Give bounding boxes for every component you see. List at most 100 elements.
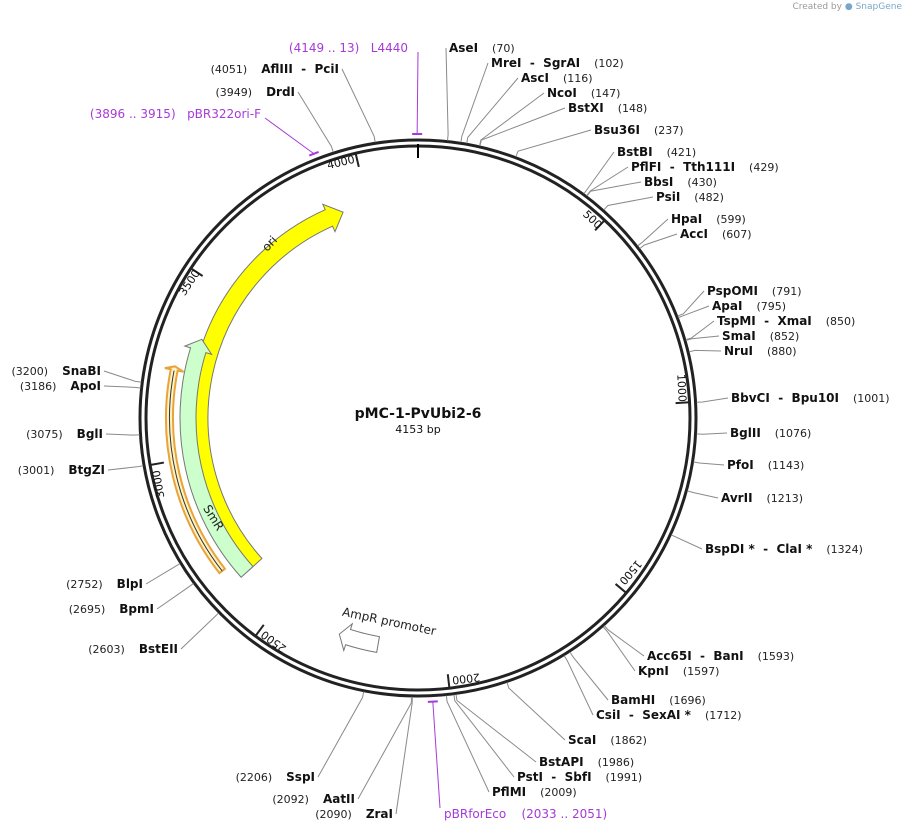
primer-label: (4149 .. 13) L4440 — [289, 41, 408, 55]
leader-line — [107, 465, 144, 471]
leader-line — [103, 370, 142, 383]
restriction-site-label: MreI - SgrAI (102) — [491, 56, 624, 70]
restriction-site-label: Bsu36I (237) — [594, 123, 684, 137]
leader-line — [603, 625, 645, 657]
leader-line — [105, 433, 140, 436]
ampr-feature — [164, 365, 227, 575]
restriction-site-label: BbsI (430) — [644, 175, 717, 189]
restriction-site-label: ApaI (795) — [712, 299, 786, 313]
restriction-site-label: BbvCI - Bpu10I (1001) — [731, 391, 890, 405]
restriction-site-label: PsiI (482) — [656, 190, 724, 204]
credit-prefix: Created by — [792, 2, 842, 12]
backbone-outer — [138, 138, 698, 698]
leader-line — [688, 349, 722, 353]
leader-line — [416, 51, 419, 135]
plasmid-name: pMC-1-PvUbi2-6 — [355, 406, 482, 422]
tick-mark — [190, 267, 204, 277]
leader-line — [453, 694, 515, 778]
restriction-site-label: PfoI (1143) — [727, 458, 804, 472]
restriction-site-label: PstI - SbfI (1991) — [517, 770, 642, 784]
leader-line — [156, 583, 194, 610]
leader-line — [145, 563, 181, 585]
leader-line — [506, 682, 566, 741]
restriction-site-label: (4051) AflIII - PciI — [211, 62, 339, 76]
leader-line — [479, 107, 566, 147]
leader-line — [671, 534, 703, 550]
leader-line — [515, 129, 592, 157]
tick-mark — [446, 674, 451, 689]
restriction-site-label: PflFI - Tth111I (429) — [631, 160, 779, 174]
leader-line — [297, 91, 334, 153]
leader-line — [685, 320, 715, 341]
leader-line — [677, 290, 705, 317]
restriction-site-label: (3200) SnaBI — [12, 364, 101, 378]
leader-line — [445, 695, 490, 793]
restriction-site-label: BstXI (148) — [568, 101, 647, 115]
restriction-site-label: NruI (880) — [724, 344, 797, 358]
restriction-site-label: BstAPI (1986) — [539, 755, 634, 769]
restriction-site-label: (3075) BglI — [26, 427, 103, 441]
restriction-site-label: BglII (1076) — [730, 426, 811, 440]
restriction-site-label: (2092) AatII — [272, 792, 355, 806]
leader-line — [445, 47, 449, 141]
tick-mark — [675, 401, 690, 405]
site-leader-lines — [103, 47, 729, 815]
leader-line — [637, 218, 669, 247]
restriction-site-label: BamHI (1696) — [611, 693, 706, 707]
primer-label: (3896 .. 3915) pBR322ori-F — [90, 107, 261, 121]
leader-line — [586, 181, 642, 197]
tick-label: 2000 — [451, 670, 480, 686]
restriction-site-label: BstBI (421) — [617, 145, 696, 159]
tick-label: 1000 — [674, 374, 689, 403]
restriction-site-label: (2090) ZraI — [315, 807, 393, 821]
restriction-site-label: (3001) BtgZI — [18, 463, 105, 477]
restriction-site-label: TspMI - XmaI (850) — [717, 314, 855, 328]
restriction-site-label: AscI (116) — [521, 71, 593, 85]
restriction-site-label: KpnI (1597) — [638, 664, 719, 678]
credit-brand: SnapGene — [855, 2, 902, 12]
restriction-site-label: AseI (70) — [449, 41, 515, 55]
restriction-site-label: AvrII (1213) — [721, 491, 803, 505]
restriction-site-label: HpaI (599) — [671, 212, 746, 226]
tick-label: 4000 — [326, 153, 356, 172]
leader-line — [602, 626, 636, 672]
leader-line — [317, 691, 365, 778]
tick-label: 2500 — [259, 628, 289, 655]
leader-line — [685, 335, 720, 341]
snapgene-credit: Created by ● SnapGene — [792, 2, 902, 12]
restriction-site-label: AccI (607) — [680, 227, 752, 241]
leader-line — [103, 385, 141, 389]
restriction-site-label: (2206) SspI — [236, 770, 315, 784]
ampr-promoter-feature — [338, 622, 381, 653]
leader-line — [357, 696, 412, 800]
restriction-site-label: (2752) BlpI — [66, 577, 143, 591]
restriction-site-label: CsiI - SexAI * (1712) — [596, 708, 742, 722]
leader-line — [603, 196, 654, 211]
leader-line — [180, 612, 219, 650]
restriction-site-label: (3186) ApoI — [20, 379, 101, 393]
restriction-site-label: NcoI (147) — [547, 86, 620, 100]
smr-feature — [179, 338, 254, 578]
leader-line — [264, 117, 315, 155]
tick-mark — [354, 153, 360, 168]
leader-line — [341, 68, 376, 143]
primer-label: pBRforEco (2033 .. 2051) — [444, 807, 607, 821]
restriction-site-label: PspOMI (791) — [707, 284, 802, 298]
leader-line — [639, 233, 678, 250]
leader-line — [583, 151, 615, 195]
leader-line — [687, 490, 719, 499]
leader-line — [678, 305, 710, 319]
primer-mark — [308, 150, 319, 157]
leader-line — [569, 651, 609, 701]
tick-mark — [254, 624, 265, 637]
plasmid-size: 4153 bp — [395, 423, 440, 436]
leader-line — [466, 77, 519, 144]
restriction-site-label: (2603) BstEII — [88, 642, 178, 656]
leader-line — [432, 701, 441, 809]
restriction-site-label: PflMI (2009) — [492, 785, 577, 799]
restriction-site-label: SmaI (852) — [722, 329, 799, 343]
leader-line — [455, 694, 537, 763]
restriction-site-label: (3949) DrdI — [215, 85, 295, 99]
restriction-site-label: ScaI (1862) — [568, 733, 647, 747]
